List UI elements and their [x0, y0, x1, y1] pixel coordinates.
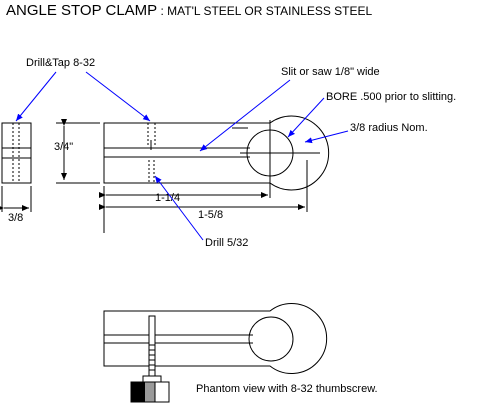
height-dim-label: 3/4": [54, 141, 73, 153]
drill-note: Drill 5/32: [205, 237, 248, 249]
title-main: ANGLE STOP CLAMP: [6, 2, 157, 19]
thumbscrew-collar: [142, 375, 162, 383]
slit-leader: [199, 79, 291, 152]
drill-tap-leader-side: [15, 71, 57, 122]
main-view-outline: [103, 115, 330, 191]
phantom-note: Phantom view with 8-32 thumbscrew.: [196, 383, 378, 395]
knob-shade-light: [154, 381, 170, 403]
bore-note: BORE .500 prior to slitting.: [326, 91, 456, 103]
side-view: 3/8: [0, 122, 32, 224]
inner-length-dim-label: 1-1/4: [155, 192, 180, 204]
svg-text:ANGLE STOP CLAMP : MAT'L STEEL: ANGLE STOP CLAMP : MAT'L STEEL OR STAINL…: [6, 2, 373, 19]
slit-note: Slit or saw 1/8" wide: [281, 66, 380, 78]
drill-tap-note: Drill&Tap 8-32: [26, 57, 95, 69]
title-sub: : MAT'L STEEL OR STAINLESS STEEL: [157, 4, 372, 18]
knob-outline: [130, 381, 170, 403]
bore-leader: [287, 97, 325, 138]
phantom-view: Phantom view with 8-32 thumbscrew.: [103, 303, 378, 403]
radius-leader: [304, 130, 349, 144]
main-view: 3/4" 1-1/4 1-5/8: [54, 115, 330, 233]
thumbscrew-knob: [130, 381, 170, 403]
drill-leader: [154, 175, 204, 241]
thumbscrew-shank: [148, 315, 156, 377]
radius-note: 3/8 radius Nom.: [350, 122, 428, 134]
knob-shade-mid: [145, 382, 155, 402]
phantom-bore-circle: [248, 316, 294, 362]
phantom-outline: [103, 303, 328, 374]
width-dim-label: 3/8: [8, 212, 23, 224]
overall-length-dim-label: 1-5/8: [198, 209, 223, 221]
knob-shade-dark: [131, 382, 145, 402]
drill-tap-leader-main: [85, 71, 151, 122]
annotations: Drill&Tap 8-32 Slit or saw 1/8" wide BOR…: [15, 57, 456, 249]
side-view-outline: [1, 122, 32, 184]
